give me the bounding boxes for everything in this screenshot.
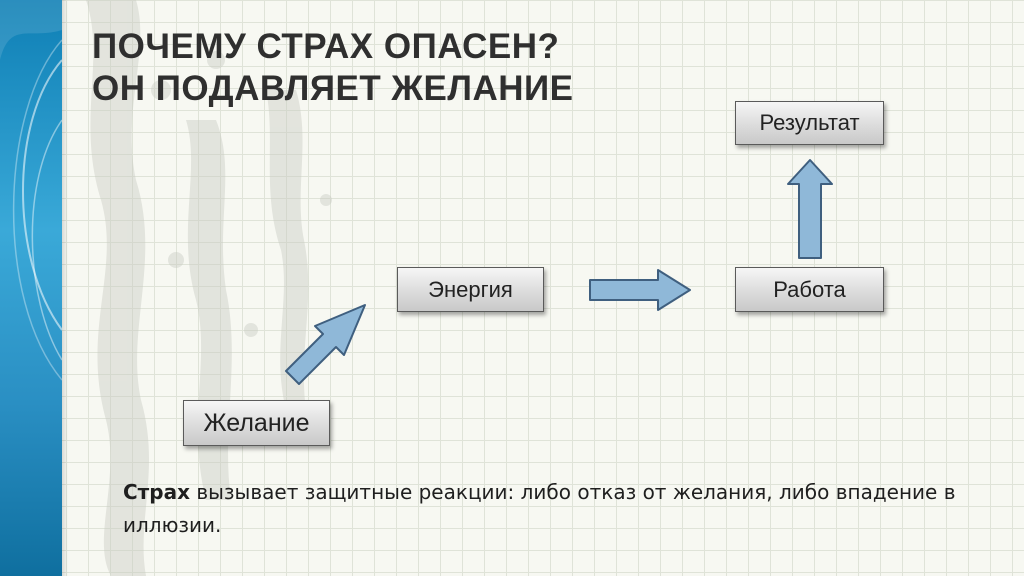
wave-decoration	[0, 0, 62, 381]
title-line-1: ПОЧЕМУ СТРАХ ОПАСЕН?	[92, 27, 560, 66]
node-result-label: Результат	[759, 110, 860, 135]
arrow-desire-to-energy	[285, 304, 366, 385]
arrow-energy-to-work	[589, 269, 691, 311]
node-energy-label: Энергия	[428, 276, 513, 302]
arrow-work-to-result	[787, 159, 833, 259]
decorative-side-band	[0, 0, 62, 576]
caption-bold-word: Страх	[123, 480, 190, 504]
caption-rest: вызывает защитные реакции: либо отказ от…	[123, 480, 956, 537]
node-desire: Желание	[183, 400, 330, 446]
band-shadow	[62, 0, 68, 576]
caption-text: Страх вызывает защитные реакции: либо от…	[123, 476, 963, 542]
title-line-2: ОН ПОДАВЛЯЕТ ЖЕЛАНИЕ	[92, 69, 574, 108]
node-result: Результат	[735, 101, 884, 145]
node-desire-label: Желание	[203, 408, 310, 437]
node-energy: Энергия	[397, 267, 544, 312]
node-work: Работа	[735, 267, 884, 312]
node-work-label: Работа	[773, 276, 846, 302]
slide-title: ПОЧЕМУ СТРАХ ОПАСЕН? ОН ПОДАВЛЯЕТ ЖЕЛАНИ…	[92, 26, 574, 110]
